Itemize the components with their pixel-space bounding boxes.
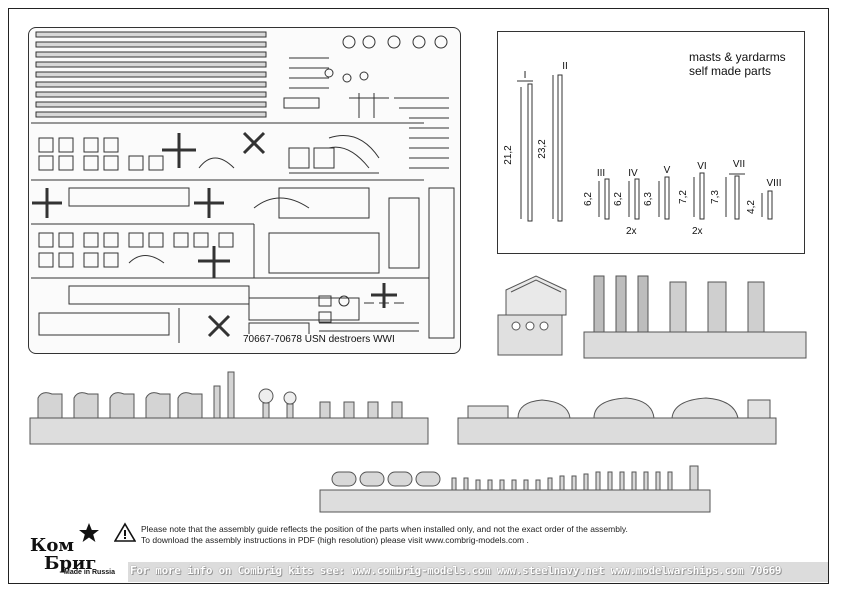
resin-boat-1: [467, 405, 509, 419]
resin-bollard-2: [343, 401, 355, 419]
resin-vent-2: [615, 275, 627, 333]
mast-numeral-vi: VI: [697, 161, 706, 172]
mast-length-iv: 6,2: [613, 192, 624, 206]
warning-triangle-icon: [114, 522, 136, 542]
resin-boat-4: [671, 397, 739, 419]
resin-fittings-group: [29, 371, 429, 445]
mast-length-vi: 7,2: [678, 190, 689, 204]
mast-length-ii: 23,2: [537, 139, 548, 159]
resin-funnel-3: [747, 281, 765, 333]
resin-searchlight-2: [283, 391, 297, 405]
resin-ventilator-1: [331, 471, 357, 487]
resin-vent-3: [637, 275, 649, 333]
fret-label: 70667-70678 USN destroers WWI: [241, 334, 397, 345]
mast-numeral-vii: VII: [733, 159, 745, 170]
red-star-icon: [79, 523, 99, 542]
resin-boat-2: [517, 399, 571, 419]
mast-numeral-viii: VIII: [766, 178, 781, 189]
mast-numeral-iii: III: [597, 168, 605, 179]
made-in-russia: Made in Russia: [64, 569, 115, 576]
mast-numeral-ii: II: [562, 61, 568, 72]
notice-line1: Please note that the assembly guide refl…: [141, 524, 628, 534]
resin-bollard-3: [367, 401, 379, 419]
photo-etched-fret: 70667-70678 USN destroers WWI: [28, 27, 461, 354]
masts-yardarms-panel: [497, 31, 805, 254]
resin-winch-3: [109, 392, 135, 419]
mast-length-v: 6,3: [643, 192, 654, 206]
resin-winch-2: [73, 392, 99, 419]
mast-length-i: 21,2: [503, 145, 514, 165]
masts-title: masts & yardarms self made parts: [689, 50, 799, 78]
footer-links-text: For more info on Combrig kits see: www.c…: [130, 564, 782, 577]
footer-band: [128, 562, 828, 582]
resin-deckhouse: [505, 275, 567, 316]
resin-crate: [747, 399, 771, 419]
resin-ventilator-2: [359, 471, 385, 487]
resin-funnel-2: [707, 281, 727, 333]
resin-tiny-parts-row: [451, 465, 699, 491]
resin-ventilator-4: [415, 471, 441, 487]
resin-boats-base: [457, 417, 777, 445]
ladder-frames: [38, 137, 234, 268]
masts-title-line2: self made parts: [689, 64, 772, 78]
resin-funnel-1: [669, 281, 687, 333]
mast-numeral-i: I: [524, 70, 527, 81]
mast-numeral-iv: IV: [628, 168, 638, 179]
fret-parts-drawing: [31, 31, 455, 343]
masts-title-line1: masts & yardarms: [689, 50, 786, 64]
small-parts-cluster: [283, 35, 449, 174]
quantity-label-left: 2x: [626, 226, 637, 237]
logo-text-brig: Бриг: [44, 553, 97, 574]
cross-parts: [32, 131, 397, 338]
resin-winch-1: [37, 392, 63, 419]
resin-boat-3: [593, 397, 655, 419]
resin-funnels-base: [583, 331, 807, 359]
resin-small-fittings-group: [319, 465, 711, 513]
mast-length-iii: 6,2: [583, 192, 594, 206]
resin-vent-1: [593, 275, 605, 333]
mast-length-viii: 4,2: [746, 200, 757, 214]
resin-bollard-4: [391, 401, 403, 419]
logo-text-kom: Ком: [30, 535, 75, 556]
resin-small-fittings-base: [319, 489, 711, 513]
assembly-notice: Please note that the assembly guide refl…: [141, 524, 628, 545]
mast-length-vii: 7,3: [710, 190, 721, 204]
platform-parts: [38, 157, 455, 339]
resin-fittings-base: [29, 417, 429, 445]
railing-strips: [35, 31, 267, 118]
resin-funnels-group: [497, 275, 807, 359]
resin-deckhouse-base: [497, 314, 563, 356]
notice-line2: To download the assembly instructions in…: [141, 534, 529, 545]
mast-numeral-v: V: [664, 165, 671, 176]
resin-searchlight-1: [258, 388, 274, 404]
resin-bollard-1: [319, 401, 331, 419]
resin-winch-5: [177, 392, 203, 419]
resin-ventilator-3: [387, 471, 413, 487]
masts-diagram: I 21,2 II 23,2 III 6,2 IV 6,2 V 6,3 VI 7…: [503, 61, 782, 222]
resin-winch-4: [145, 392, 171, 419]
resin-boats-group: [457, 397, 777, 445]
resin-post-1: [213, 385, 221, 419]
quantity-label-right: 2x: [692, 226, 703, 237]
resin-post-2: [227, 371, 235, 419]
